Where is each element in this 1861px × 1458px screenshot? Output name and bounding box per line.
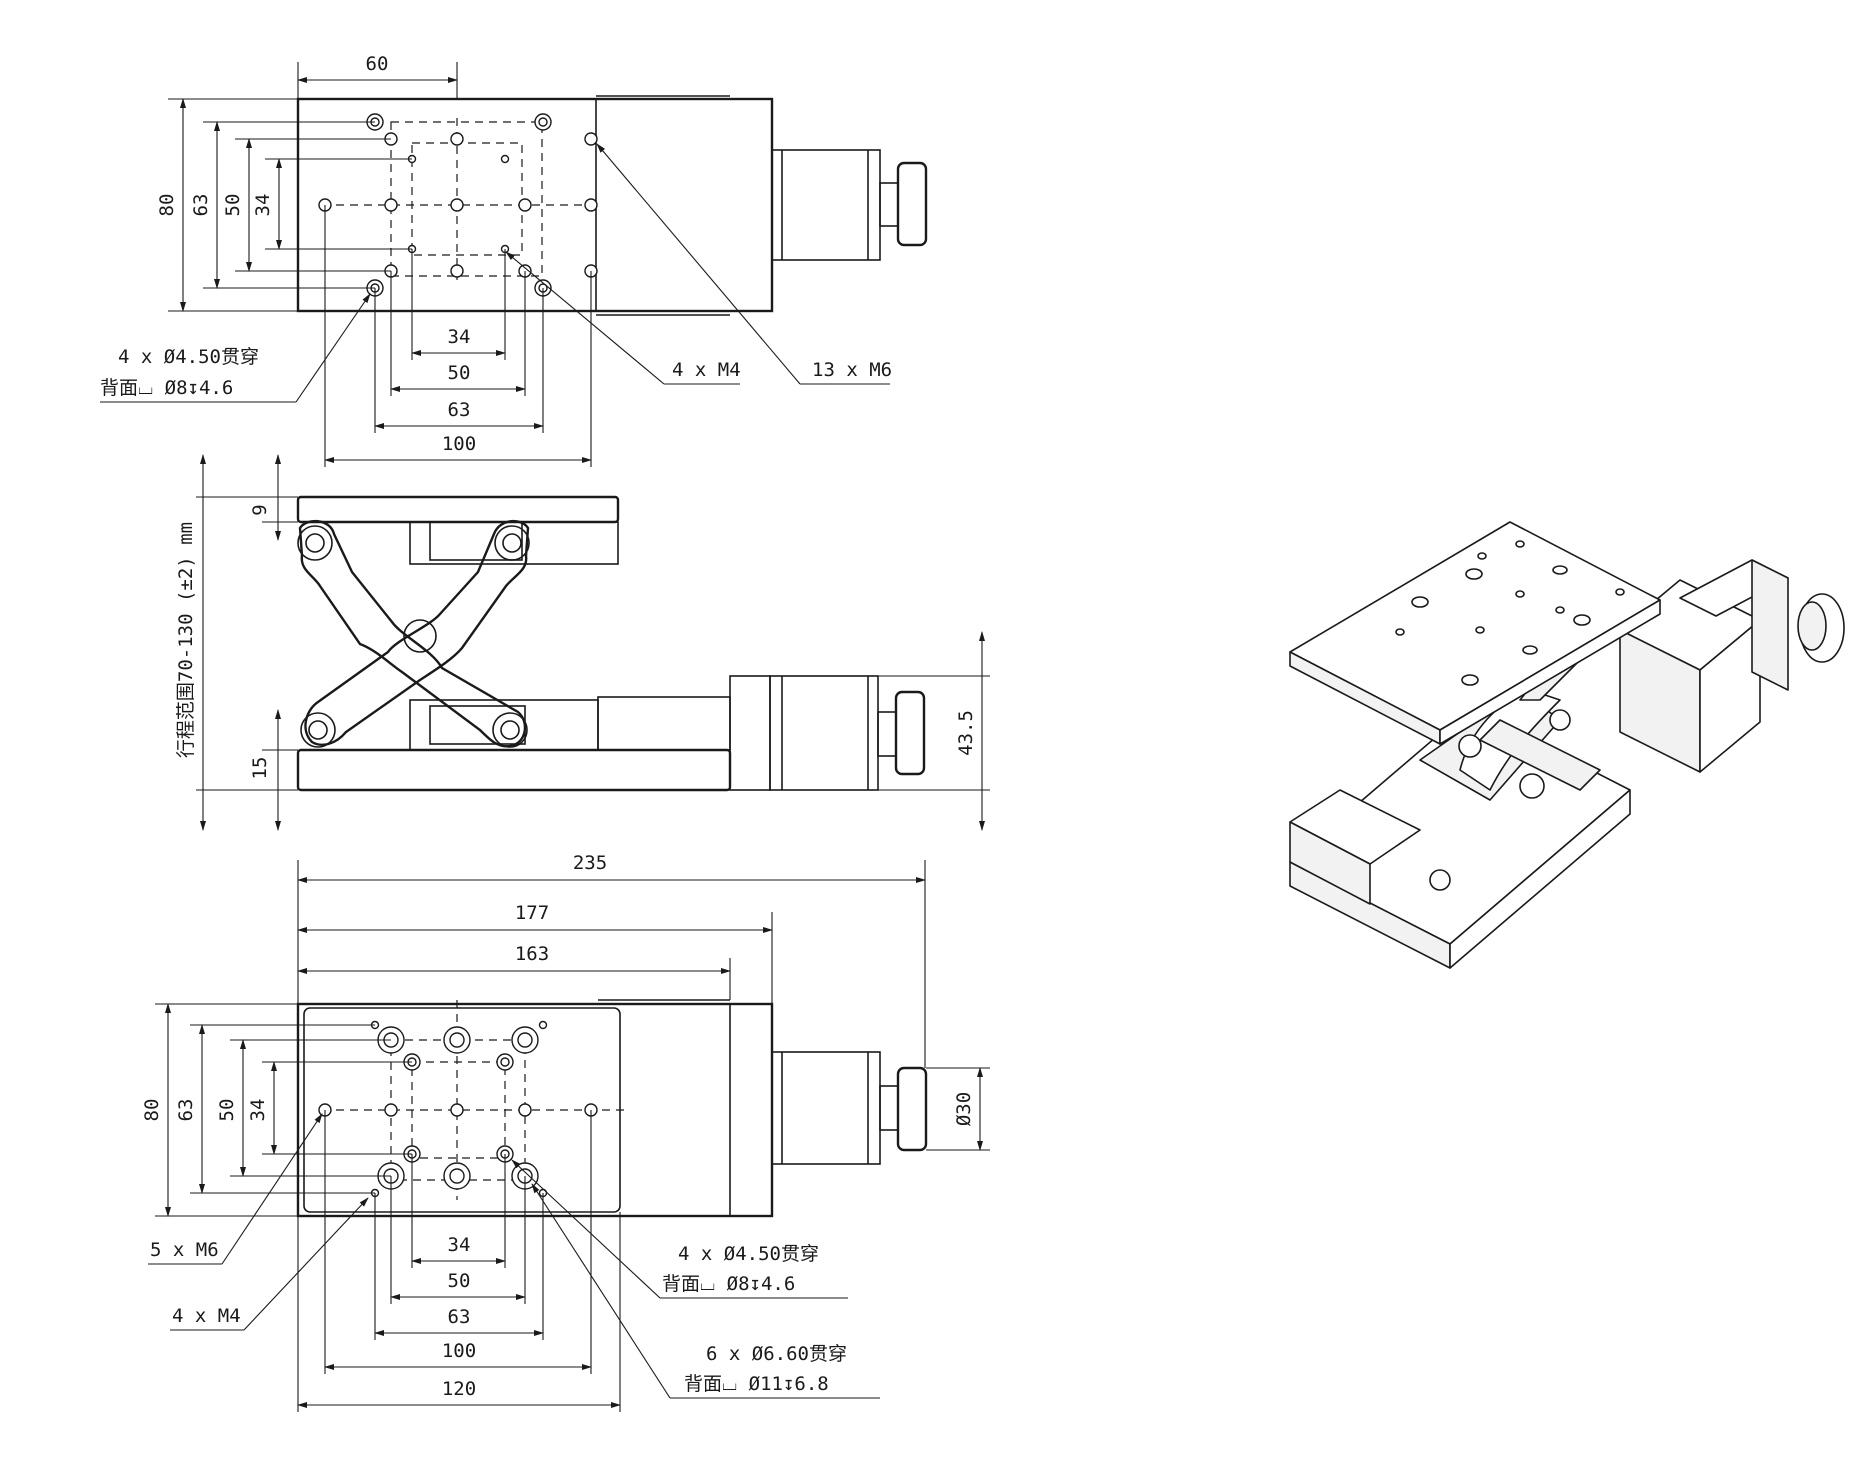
dim-50-bh: 50 [448, 1270, 471, 1292]
dim-stroke-range: 行程范围70-130 (±2) mm [175, 522, 197, 758]
dim-63-b: 63 [175, 1099, 197, 1122]
callout-45-line1: 4 x Ø4.50贯穿 [678, 1243, 819, 1265]
callout-5m6: 5 x M6 [150, 1239, 219, 1261]
top-holes [318, 113, 598, 297]
scissor-arm-b [304, 520, 530, 746]
dim-43-5: 43.5 [955, 710, 977, 756]
scissor-arm-a [298, 520, 527, 748]
dim-163: 163 [515, 943, 549, 965]
dim-63-bh: 63 [448, 1306, 471, 1328]
callout-holes-line1: 4 x Ø4.50贯穿 [118, 346, 259, 368]
dim-177: 177 [515, 902, 549, 924]
knob [896, 161, 928, 247]
dim-63: 63 [190, 194, 212, 217]
callout-66-line1: 6 x Ø6.60贯穿 [706, 1343, 847, 1365]
callout-4m4: 4 x M4 [172, 1305, 241, 1327]
dim-50: 50 [222, 194, 244, 217]
isometric-view [1289, 521, 1845, 969]
top-view: 60 80 63 50 34 34 50 63 100 4 x Ø4.50贯穿 … [100, 53, 928, 467]
dim-80: 80 [156, 194, 178, 217]
callout-holes-line2: 背面⌴ Ø8↧4.6 [100, 377, 233, 399]
dim-100-bh: 100 [442, 1340, 476, 1362]
iso-top-holes [1395, 540, 1625, 686]
dim-9: 9 [249, 504, 271, 515]
dim-15: 15 [249, 757, 271, 780]
side-base-plate [296, 748, 732, 792]
dim-34: 34 [252, 194, 274, 217]
callout-m6: 13 x M6 [812, 359, 892, 381]
dim-80-b: 80 [141, 1099, 163, 1122]
bottom-view: 235 177 163 80 63 50 34 Ø30 34 50 63 [141, 852, 990, 1412]
side-view: 行程范围70-130 (±2) mm 9 15 43.5 [175, 454, 990, 831]
iso-top-plate [1289, 521, 1661, 731]
dim-120-bh: 120 [442, 1378, 476, 1400]
side-top-plate [296, 495, 620, 524]
motor-body [771, 149, 881, 261]
dim-100-h: 100 [442, 433, 476, 455]
bottom-holes [318, 1020, 598, 1198]
dim-34-h: 34 [448, 326, 471, 348]
dim-50-h: 50 [448, 362, 471, 384]
dim-34-bh: 34 [448, 1234, 471, 1256]
dim-50-b: 50 [216, 1099, 238, 1122]
dim-34-b: 34 [247, 1099, 269, 1122]
dim-235: 235 [573, 852, 607, 874]
dim-63-h: 63 [448, 399, 471, 421]
callout-m4: 4 x M4 [672, 359, 741, 381]
dim-60: 60 [366, 53, 389, 75]
dim-dia30: Ø30 [953, 1092, 975, 1126]
callout-66-line2: 背面⌴ Ø11↧6.8 [684, 1373, 829, 1395]
callout-45-line2: 背面⌴ Ø8↧4.6 [662, 1273, 795, 1295]
